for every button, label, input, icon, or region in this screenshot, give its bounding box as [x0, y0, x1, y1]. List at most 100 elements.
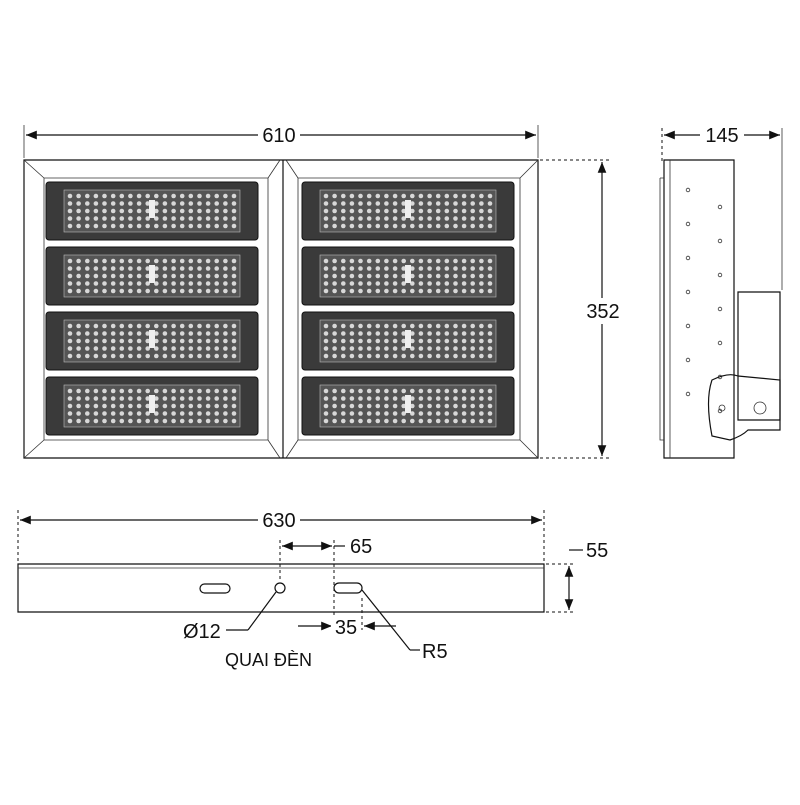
led-dot	[76, 388, 81, 394]
led-module	[45, 376, 259, 436]
led-dot	[188, 403, 194, 409]
side-body-outline	[663, 159, 735, 459]
led-dot	[418, 396, 424, 401]
led-dot	[444, 208, 450, 214]
front-housing-bevel-right	[285, 159, 539, 459]
led-dot	[375, 418, 381, 424]
led-dot	[231, 388, 237, 394]
led-dot	[76, 396, 81, 401]
led-dot	[179, 193, 185, 199]
led-dot	[205, 396, 211, 401]
led-dot	[223, 353, 228, 359]
led-dot	[223, 418, 228, 424]
led-dot	[145, 201, 150, 206]
led-dot	[145, 353, 150, 359]
led-dot	[171, 281, 176, 286]
led-dot	[392, 388, 398, 394]
led-dot	[188, 323, 194, 329]
led-dot	[110, 208, 116, 214]
led-dot	[479, 208, 484, 214]
led-dot	[162, 388, 168, 394]
led-dot	[197, 223, 202, 229]
led-dot	[453, 281, 458, 286]
led-dot	[341, 273, 346, 279]
led-dot	[323, 273, 329, 279]
led-dot	[392, 338, 398, 344]
led-dot	[154, 288, 159, 294]
led-dot	[479, 193, 484, 199]
led-dot	[418, 403, 424, 409]
led-dot	[188, 331, 194, 336]
led-dot	[197, 281, 202, 286]
led-dot	[487, 338, 493, 344]
led-dot	[214, 403, 219, 409]
front-housing-bevel-left	[23, 159, 281, 459]
led-dot	[154, 396, 159, 401]
led-dot	[93, 388, 99, 394]
led-dot	[119, 223, 125, 229]
led-dot	[453, 331, 458, 336]
led-dot	[427, 223, 432, 229]
led-dot	[93, 346, 99, 351]
led-dot	[323, 266, 329, 271]
led-dot	[154, 323, 159, 329]
led-dot	[401, 346, 407, 351]
led-dot	[145, 396, 150, 401]
led-module	[301, 311, 515, 371]
led-dot	[76, 418, 81, 424]
led-dot	[453, 346, 458, 351]
led-dot	[323, 216, 329, 221]
led-dot	[214, 323, 219, 329]
led-dot	[93, 266, 99, 271]
led-dot	[479, 258, 484, 264]
led-dot	[162, 266, 168, 271]
led-dot	[145, 403, 150, 409]
led-dot	[435, 411, 441, 416]
led-dot	[145, 388, 150, 394]
led-dot	[435, 288, 441, 294]
led-dot	[427, 208, 432, 214]
led-dot	[76, 346, 81, 351]
led-dot	[102, 346, 107, 351]
led-dot	[332, 411, 337, 416]
led-dot	[223, 388, 228, 394]
led-dot	[366, 273, 372, 279]
led-dot	[128, 223, 133, 229]
led-dot	[401, 258, 407, 264]
led-dot	[188, 288, 194, 294]
led-dot	[349, 208, 355, 214]
led-dot	[349, 258, 355, 264]
led-dot	[341, 288, 346, 294]
led-dot	[461, 281, 467, 286]
led-dot	[197, 403, 202, 409]
led-dot	[349, 223, 355, 229]
led-dot	[479, 266, 484, 271]
led-dot	[162, 223, 168, 229]
led-dot	[171, 193, 176, 199]
led-dot	[427, 288, 432, 294]
led-dot	[223, 216, 228, 221]
led-dot	[418, 223, 424, 229]
led-dot	[128, 193, 133, 199]
led-dot	[470, 388, 476, 394]
led-dot	[145, 216, 150, 221]
led-dot	[171, 273, 176, 279]
led-dot	[410, 288, 415, 294]
led-module-grid	[45, 181, 515, 436]
led-dot	[366, 338, 372, 344]
led-dot	[453, 418, 458, 424]
led-dot	[136, 273, 142, 279]
fastener-dot	[685, 357, 691, 363]
led-dot	[435, 266, 441, 271]
led-dot	[136, 266, 142, 271]
led-dot	[214, 388, 219, 394]
led-dot	[341, 258, 346, 264]
led-dot	[392, 323, 398, 329]
led-dot	[231, 331, 237, 336]
dim-352-label-bg	[582, 298, 624, 324]
led-dot	[358, 396, 363, 401]
led-dot	[470, 273, 476, 279]
fastener-dot	[685, 323, 691, 329]
dim-r5-leader	[361, 589, 411, 651]
